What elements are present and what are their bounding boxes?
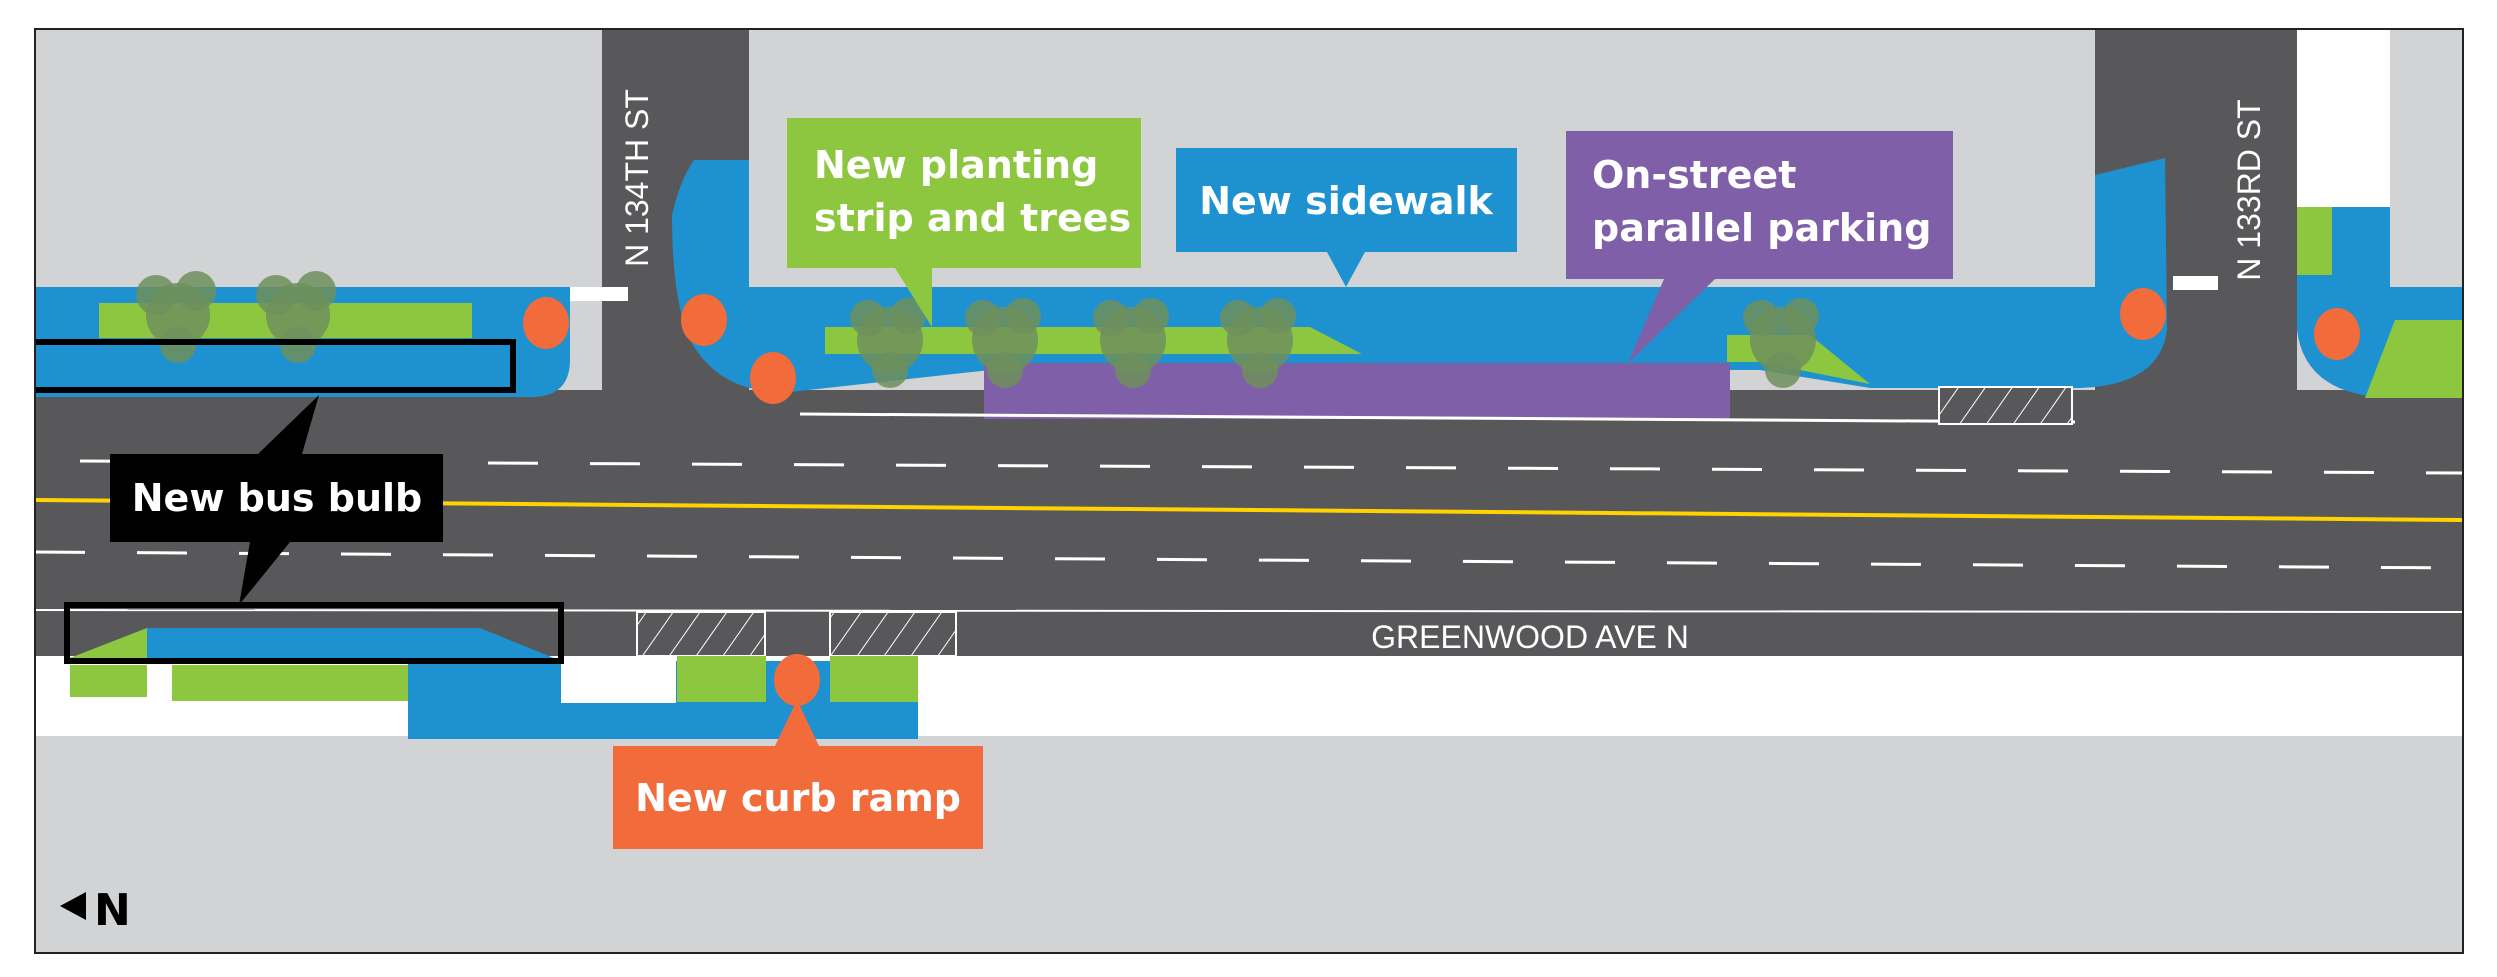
white-lot xyxy=(2297,29,2390,207)
planting-strip-east-corner xyxy=(2297,207,2332,275)
callout-parking: On-street parallel parking xyxy=(1566,131,1953,363)
callout-bus-bulb: New bus bulb xyxy=(110,395,443,605)
north-arrow: N xyxy=(60,885,131,936)
callout-planting: New planting strip and trees xyxy=(787,118,1141,327)
tree-icon xyxy=(1220,298,1296,388)
tree-icon xyxy=(136,271,216,363)
planting-south-3 xyxy=(677,656,766,702)
tree-icon xyxy=(1093,298,1169,388)
left-triangle-arrow-icon xyxy=(60,892,86,920)
edge-line-south xyxy=(35,609,2463,613)
curb-ramp-dot xyxy=(681,294,727,346)
stop-bar-134th xyxy=(570,287,628,301)
callout-bus-bulb-label: New bus bulb xyxy=(132,476,423,520)
tree-icon xyxy=(850,298,926,388)
planting-south-4 xyxy=(830,656,918,702)
svg-text:parallel parking: parallel parking xyxy=(1592,206,1931,250)
curb-ramp-dot xyxy=(750,352,796,404)
bus-bulb-planting-south xyxy=(70,628,147,658)
street-label-greenwood: GREENWOOD AVE N xyxy=(1371,619,1689,655)
svg-text:New planting: New planting xyxy=(814,143,1098,187)
stop-bar-133rd xyxy=(2173,276,2218,290)
curb-ramp-markers xyxy=(523,288,2360,706)
bus-bulb-outline-north[interactable] xyxy=(30,339,516,393)
svg-text:On-street: On-street xyxy=(1592,153,1796,197)
svg-text:strip and trees: strip and trees xyxy=(814,196,1131,240)
bus-bulb-south xyxy=(70,628,561,661)
map-frame xyxy=(34,28,2464,954)
bus-bulb-outline-south[interactable] xyxy=(64,602,564,664)
callout-planting-line1: New planting xyxy=(814,143,1098,187)
crosswalk-hatch-2[interactable] xyxy=(829,611,957,657)
street-label-134th: N 134TH ST xyxy=(619,89,655,267)
callout-curb-ramp: New curb ramp xyxy=(613,700,983,849)
callout-planting-line2: strip and trees xyxy=(814,196,1131,240)
callout-sidewalk-label: New sidewalk xyxy=(1199,179,1493,223)
curb-ramp-dot xyxy=(2120,288,2166,340)
callout-parking-line2: parallel parking xyxy=(1592,206,1931,250)
curb-line xyxy=(799,412,2076,424)
planting-south-2 xyxy=(172,665,408,701)
tree-icon xyxy=(1743,298,1819,388)
callout-curb-ramp-label: New curb ramp xyxy=(635,776,961,820)
street-label-133rd: N 133RD ST xyxy=(2231,99,2267,280)
callout-parking-line1: On-street xyxy=(1592,153,1796,197)
tree-icon xyxy=(256,271,336,363)
planting-south-1 xyxy=(70,665,147,697)
planting-strip-east-corner-2 xyxy=(2365,320,2463,398)
curb-ramp-dot xyxy=(2314,308,2360,360)
tree-icons xyxy=(136,271,1819,388)
crosswalk-hatch-1[interactable] xyxy=(636,611,766,657)
lane-line-north xyxy=(79,459,2463,475)
parking-lane xyxy=(984,363,1730,419)
sidewalk-gap xyxy=(561,661,676,703)
curb-ramp-dot xyxy=(523,297,569,349)
callout-sidewalk: New sidewalk xyxy=(1176,148,1517,287)
north-arrow-label: N xyxy=(94,885,131,936)
curb-ramp-dot xyxy=(774,654,820,706)
tree-icon xyxy=(965,298,1041,388)
no-parking-hatch-north[interactable] xyxy=(1938,386,2073,425)
